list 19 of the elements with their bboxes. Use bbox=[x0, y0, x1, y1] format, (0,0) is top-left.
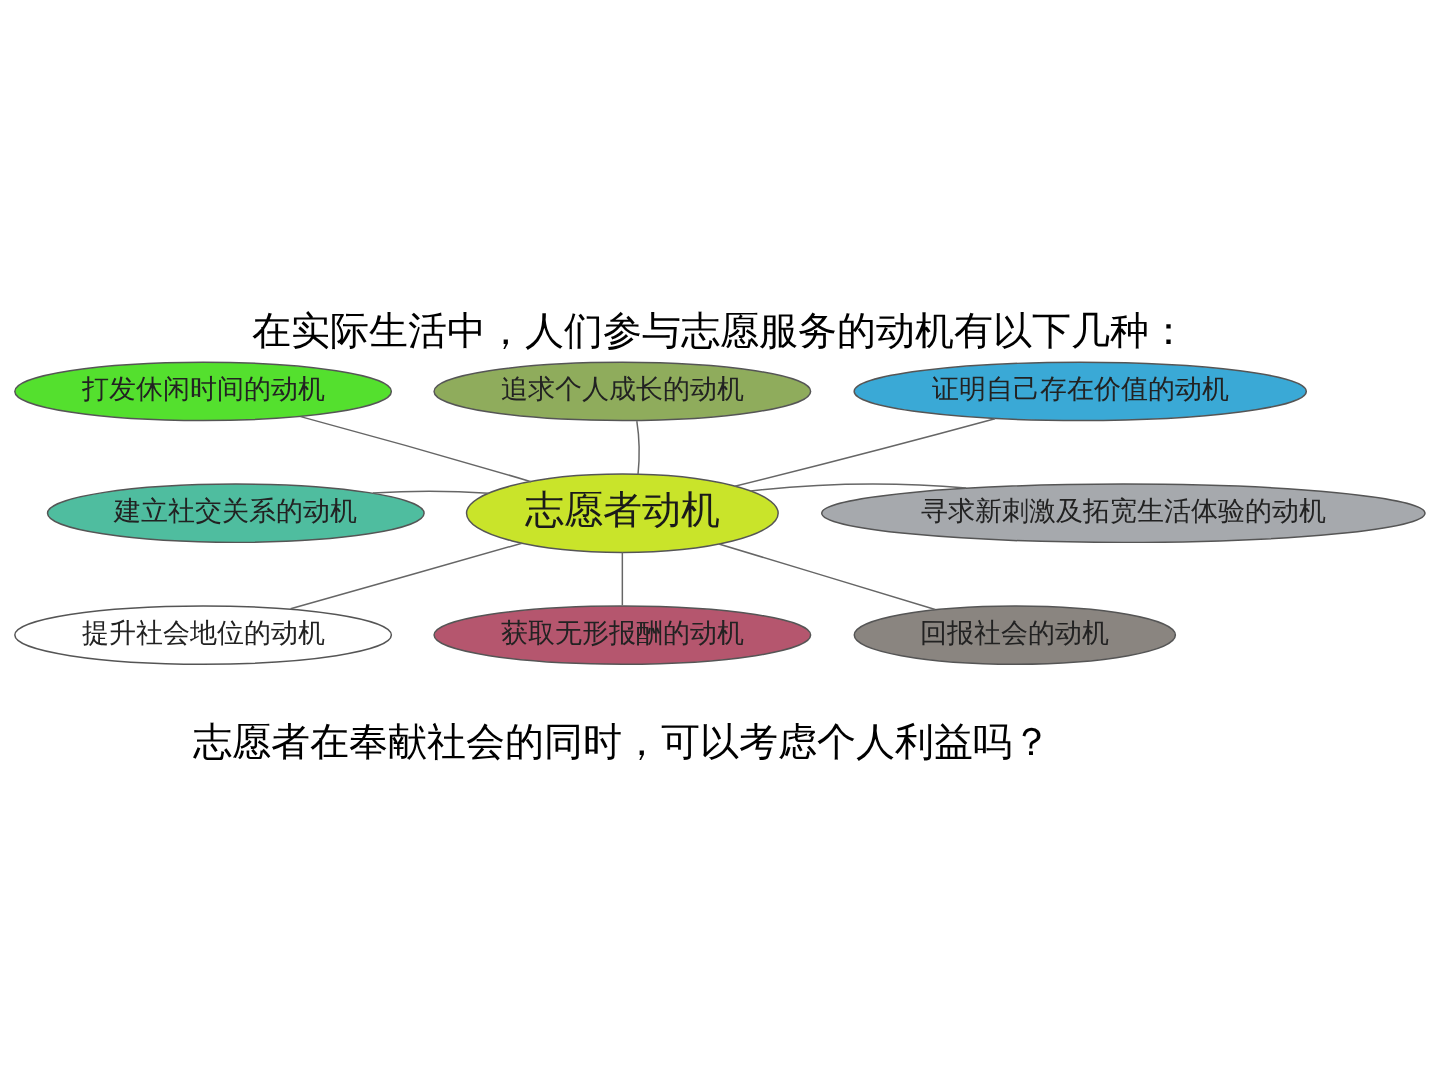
connector bbox=[749, 483, 967, 492]
node-ellipse: 追求个人成长的动机 bbox=[433, 361, 812, 422]
caption: 志愿者在奉献社会的同时，可以考虑个人利益吗？ bbox=[193, 720, 1052, 763]
node-ellipse: 回报社会的动机 bbox=[853, 605, 1177, 665]
diagram-title: 在实际生活中，人们参与志愿服务的动机有以下几种： bbox=[252, 307, 1189, 353]
connector bbox=[636, 420, 640, 476]
node-ellipse: 证明自己存在价值的动机 bbox=[853, 361, 1308, 422]
node-ellipse: 志愿者动机 bbox=[465, 473, 779, 554]
connector bbox=[718, 543, 936, 611]
node-ellipse: 提升社会地位的动机 bbox=[14, 605, 393, 665]
connector bbox=[372, 490, 490, 494]
node-ellipse: 建立社交关系的动机 bbox=[46, 483, 425, 544]
connector bbox=[289, 542, 523, 610]
connector bbox=[621, 551, 624, 607]
node-ellipse: 打发休闲时间的动机 bbox=[14, 361, 393, 422]
connector bbox=[734, 417, 996, 487]
node-ellipse: 获取无形报酬的动机 bbox=[433, 605, 812, 665]
node-ellipse: 寻求新刺激及拓宽生活体验的动机 bbox=[821, 483, 1426, 544]
connector bbox=[299, 415, 532, 483]
